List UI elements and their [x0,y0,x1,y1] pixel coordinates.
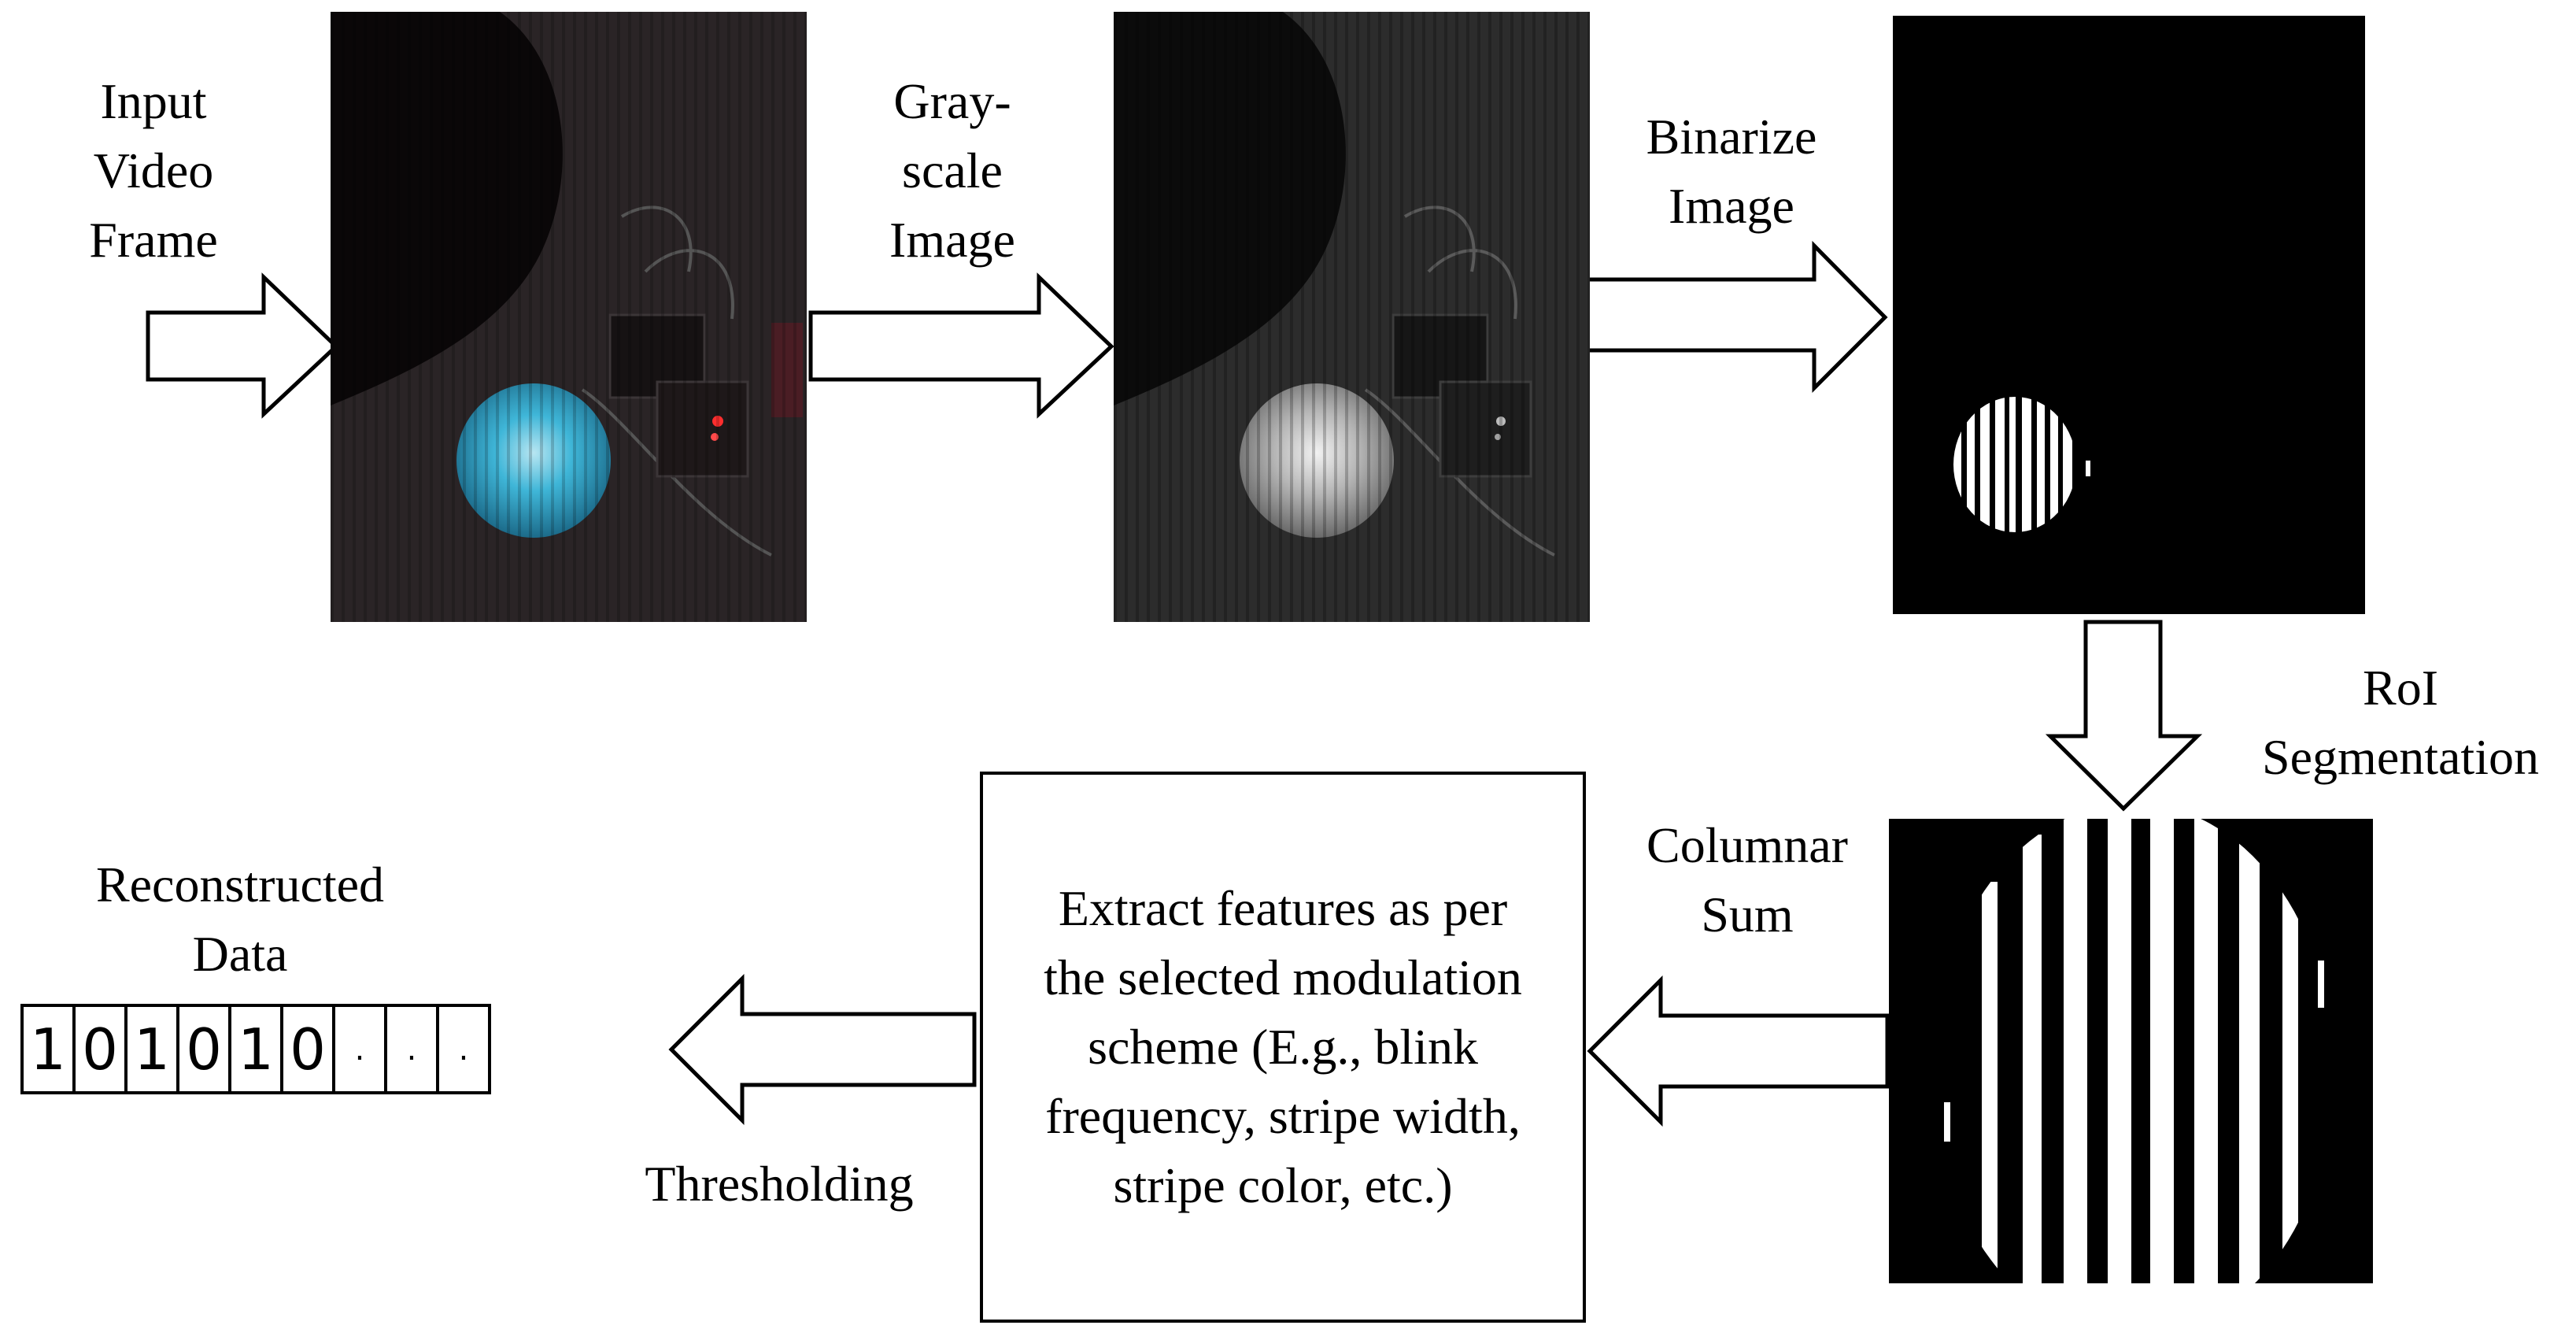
label-line: Data [192,926,288,982]
label-line: Reconstructed [95,857,385,912]
bit-cell: 1 [228,1004,283,1094]
bit-cell: . [436,1004,491,1094]
arrow-right-icon [146,272,339,419]
feature-extraction-box: Extract features as per the selected mod… [980,772,1586,1323]
label-line: Columnar [1646,817,1848,873]
label-reconstructed-data: Reconstructed Data [47,850,433,989]
bit-cell: . [332,1004,387,1094]
label-binarize-image: Binarize Image [1621,102,1842,241]
bit-cell: 0 [72,1004,128,1094]
arrow-left-icon [668,973,977,1126]
label-line: Binarize [1646,109,1817,165]
binarized-image [1893,16,2365,614]
label-line: RoI [2363,660,2438,716]
feature-extraction-text: Extract features as per the selected mod… [1007,874,1558,1220]
label-thresholding: Thresholding [614,1149,944,1219]
label-line: Image [889,212,1015,268]
label-line: scale [902,143,1003,198]
feature-text-line: stripe color, etc.) [1113,1157,1453,1213]
label-grayscale-image: Gray- scale Image [870,67,1035,275]
label-line: Thresholding [645,1156,914,1212]
bit-cell: . [384,1004,439,1094]
label-line: Segmentation [2262,729,2539,785]
arrow-down-icon [2045,620,2203,812]
grayscale-image [1114,12,1590,622]
label-line: Input [100,73,207,129]
label-columnar-sum: Columnar Sum [1606,811,1889,949]
input-video-frame-image [331,12,807,622]
label-line: Gray- [893,73,1011,129]
label-line: Video [93,143,214,198]
bit-cell: 0 [280,1004,335,1094]
label-roi-segmentation: RoI Segmentation [2235,653,2566,792]
label-line: Sum [1701,887,1794,942]
label-line: Image [1669,178,1794,234]
bit-cell: 0 [176,1004,231,1094]
roi-segmentation-image [1889,819,2373,1283]
label-line: Frame [89,212,218,268]
feature-text-line: Extract features as per [1058,880,1508,936]
arrow-right-icon [808,272,1114,419]
feature-text-line: the selected modulation [1044,949,1522,1005]
bit-cell: 1 [20,1004,76,1094]
arrow-right-icon [1585,240,1888,394]
feature-text-line: scheme (E.g., blink [1088,1019,1478,1075]
feature-text-line: frequency, stripe width, [1045,1088,1521,1144]
arrow-left-icon [1587,975,1890,1127]
label-input-video-frame: Input Video Frame [75,67,232,275]
reconstructed-bit-strip: 1 0 1 0 1 0 . . . [20,1004,491,1094]
bit-cell: 1 [124,1004,179,1094]
